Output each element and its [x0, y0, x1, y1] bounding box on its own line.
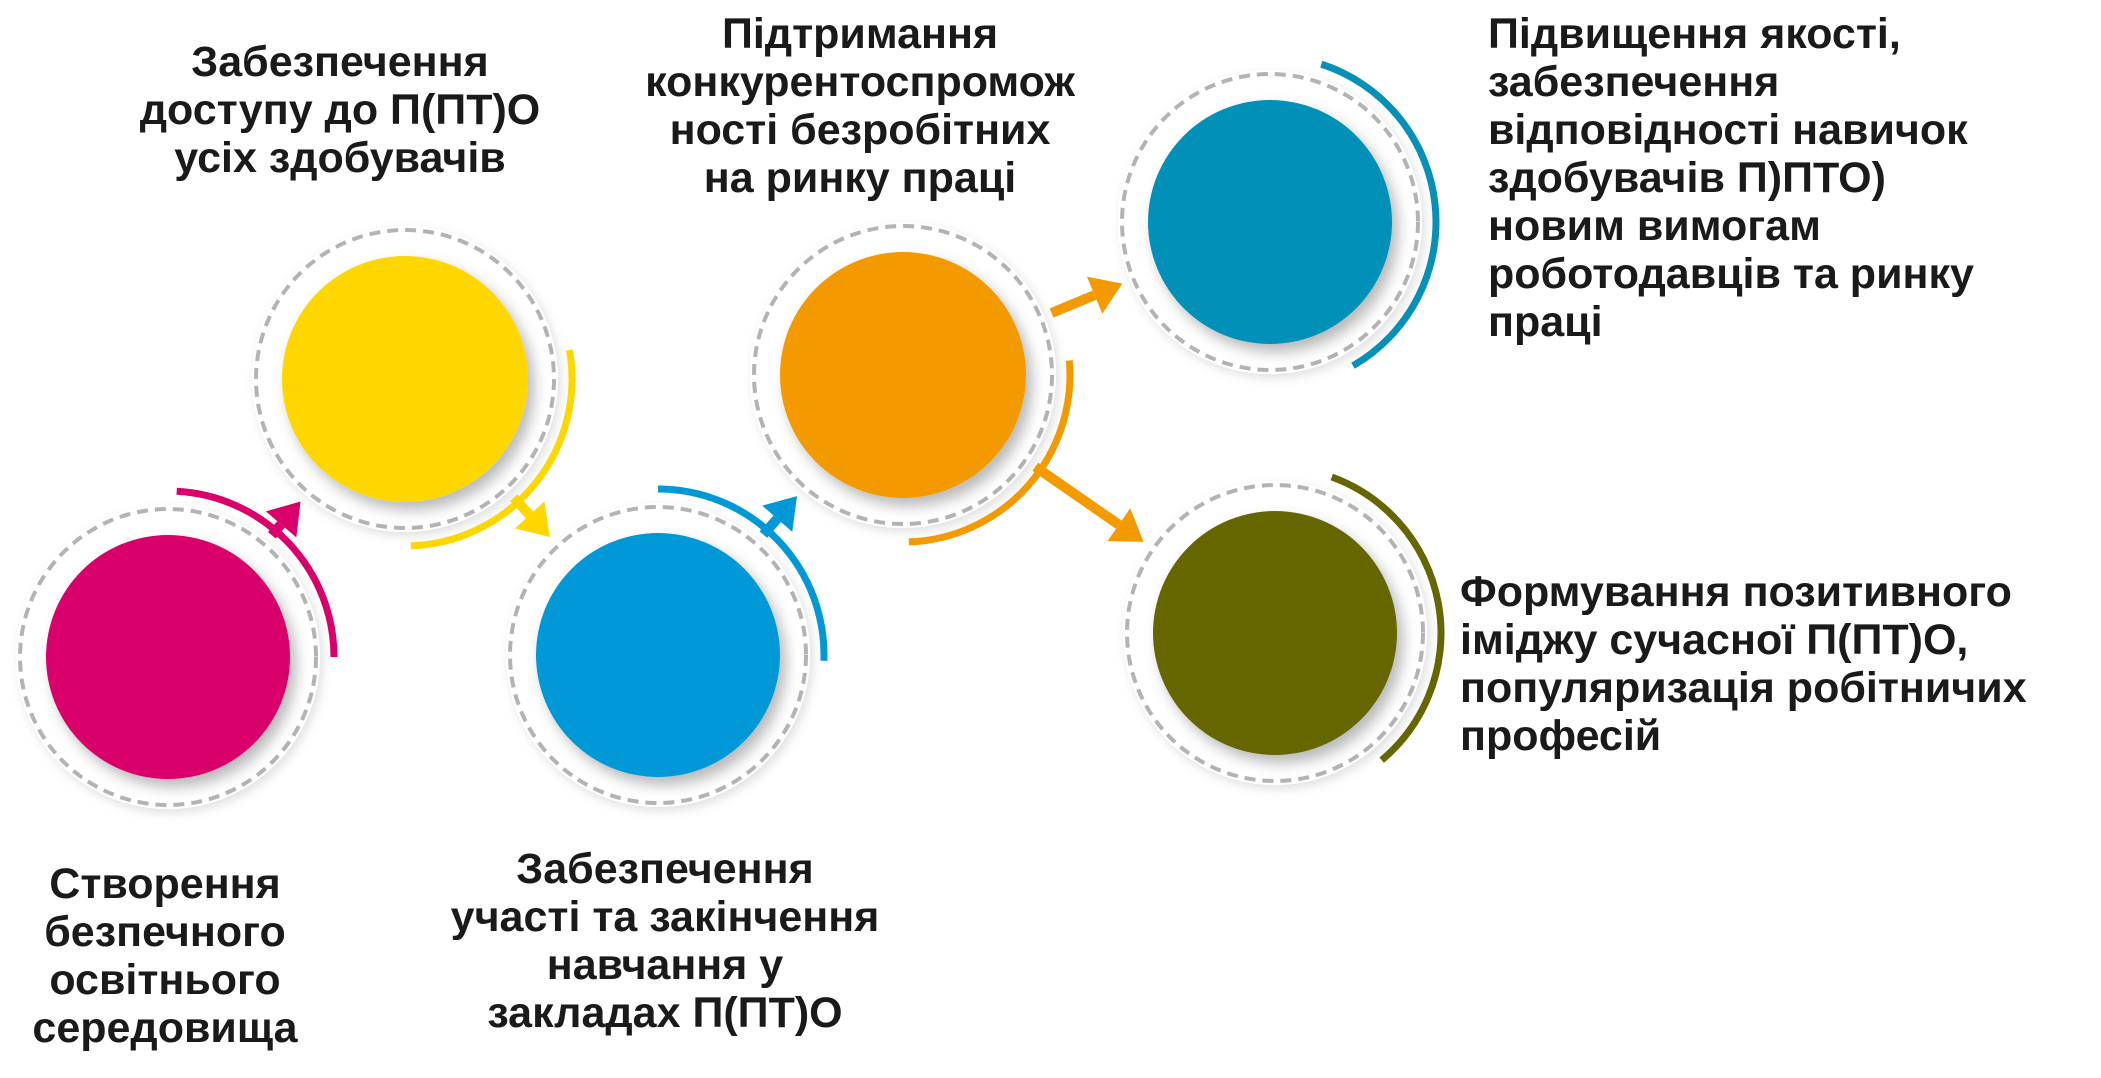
label-line: Створення: [49, 860, 281, 908]
label-line: на ринку праці: [703, 154, 1017, 202]
label-line: праці: [1488, 298, 1603, 346]
label-line: участі та закінчення: [450, 893, 880, 941]
accent-arc: [1320, 60, 1440, 369]
arrow-participation-to-competitiveness: [759, 496, 797, 538]
node-safe-environment: [16, 487, 338, 809]
accent-arc: [1330, 473, 1445, 763]
arrow-head: [1086, 276, 1123, 314]
label-line: доступу до П(ПТ)О: [139, 86, 541, 134]
label-line: усіх здобувачів: [174, 134, 506, 182]
node-disk: [46, 535, 290, 779]
dashed-ring: [1125, 483, 1425, 783]
label-line: конкурентоспромож: [645, 58, 1075, 106]
label-line: ності безробітних: [669, 106, 1051, 154]
label-line: популяризація робітничих: [1460, 664, 2027, 712]
arrow-competitiveness-to-quality: [1049, 276, 1123, 318]
label-image: Формування позитивного іміджу сучасної П…: [1460, 568, 2090, 760]
accent-arc: [657, 485, 828, 661]
label-quality: Підвищення якості, забезпечення відповід…: [1488, 10, 2078, 346]
arrow-competitiveness-to-image: [1032, 462, 1144, 542]
label-line: Забезпечення: [516, 845, 814, 893]
arrow-head: [1107, 508, 1144, 542]
label-competitiveness: Підтримання конкурентоспромож ності безр…: [610, 10, 1110, 202]
label-line: Забезпечення: [191, 38, 489, 86]
label-line: середовища: [32, 1004, 298, 1052]
node-disk: [282, 256, 528, 502]
arrow-access-to-participation: [510, 494, 550, 538]
node-access: [252, 226, 576, 550]
label-line: Підтримання: [721, 10, 999, 58]
label-line: роботодавців та ринку: [1488, 250, 1974, 298]
label-line: професій: [1460, 712, 1662, 760]
label-line: забезпечення: [1488, 58, 1780, 106]
arrow-head: [762, 496, 797, 532]
dashed-ring: [752, 224, 1054, 526]
label-line: Формування позитивного: [1460, 568, 2012, 616]
label-safe-environment: Створення безпечного освітнього середови…: [10, 860, 320, 1052]
label-line: іміджу сучасної П(ПТ)О,: [1460, 616, 1969, 664]
label-participation: Забезпечення участі та закінчення навчан…: [405, 845, 925, 1037]
label-line: закладах П(ПТ)О: [487, 989, 843, 1037]
accent-arc: [908, 360, 1074, 546]
node-disk: [1153, 511, 1397, 755]
label-line: навчання у: [546, 941, 784, 989]
arrow-shaft: [267, 521, 285, 539]
arrow-shaft: [759, 515, 781, 538]
dashed-ring: [1120, 72, 1420, 372]
node-competitiveness: [750, 222, 1074, 546]
label-line: відповідності навичок: [1488, 106, 1968, 154]
dashed-ring: [508, 505, 808, 805]
dashed-ring: [18, 507, 318, 807]
node-image: [1123, 473, 1445, 785]
arrow-safe-environment-to-access: [265, 501, 301, 539]
node-disk: [536, 533, 780, 777]
node-disk: [780, 252, 1026, 498]
arrow-head: [265, 501, 301, 538]
label-line: освітнього: [49, 956, 281, 1004]
label-line: безпечного: [44, 908, 286, 956]
accent-arc: [176, 487, 338, 658]
label-line: здобувачів П)ПТО): [1488, 154, 1886, 202]
arrow-shaft: [1049, 290, 1097, 318]
node-participation: [506, 485, 828, 807]
node-disk: [1148, 100, 1392, 344]
label-line: Підвищення якості,: [1488, 10, 1901, 58]
node-quality: [1118, 60, 1440, 374]
arrow-head: [514, 501, 550, 538]
arrow-shaft: [510, 494, 534, 519]
arrow-shaft: [1032, 462, 1122, 529]
dashed-ring: [254, 228, 556, 530]
accent-arc: [410, 349, 576, 550]
label-access: Забезпечення доступу до П(ПТ)О усіх здоб…: [95, 38, 585, 182]
label-line: новим вимогам: [1488, 202, 1821, 250]
